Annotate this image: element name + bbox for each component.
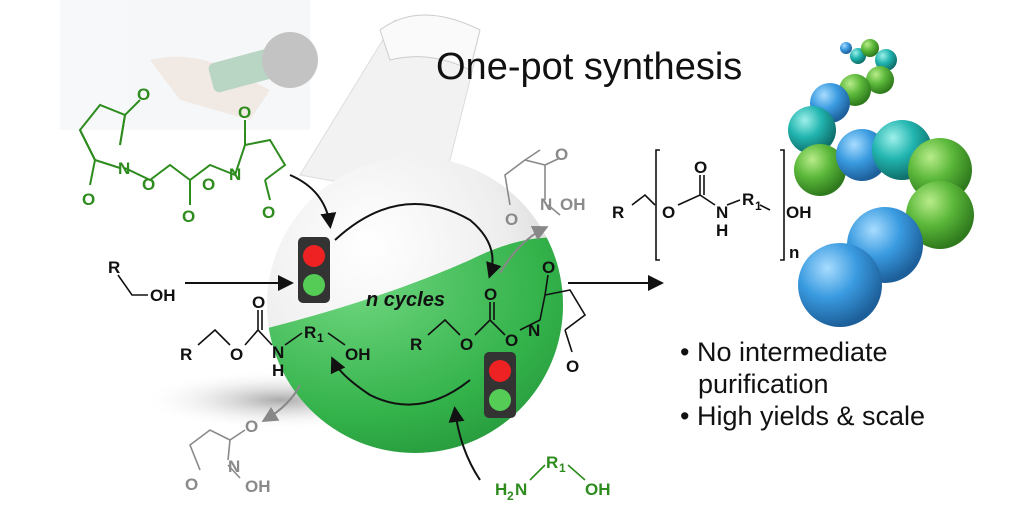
atom-label: O: [142, 175, 155, 194]
activated-carbonate-intermediate: R O O O N O O: [410, 258, 587, 376]
atom-label: N: [716, 203, 728, 222]
atom-label: N: [540, 195, 552, 214]
byproduct-arrows: [261, 225, 549, 423]
atom-label: R: [546, 453, 558, 472]
alcohol-structure: R OH: [108, 258, 176, 305]
atom-label: O: [238, 103, 251, 122]
atom-label: O: [662, 203, 675, 222]
traffic-light-1: [298, 237, 330, 303]
carbamate-intermediate: R O O N H R 1 OH: [180, 293, 371, 380]
atom-label: OH: [245, 477, 271, 496]
atom-label: R: [180, 345, 192, 364]
nhs-byproduct-bottom: N O O OH: [185, 417, 271, 496]
cycle-label: n cycles: [366, 289, 445, 311]
polyurethane-product-structure: R O O N H R 1 OH n: [612, 149, 812, 262]
atom-label: N: [228, 457, 240, 476]
traffic-light-2: [484, 352, 516, 418]
diagram-title: One-pot synthesis: [436, 46, 743, 88]
atom-subscript: 1: [317, 331, 324, 345]
atom-label: O: [245, 417, 258, 436]
atom-label: H: [272, 361, 284, 380]
atom-label: O: [252, 293, 265, 312]
atom-label: R: [108, 258, 120, 277]
atom-label: O: [484, 285, 497, 304]
atom-subscript: 2: [507, 489, 514, 503]
atom-label: R: [742, 190, 754, 209]
repeat-count: n: [789, 243, 799, 262]
atom-label: OH: [585, 480, 611, 499]
atom-label: N: [515, 480, 527, 499]
fuel-pump-photo: [60, 0, 318, 130]
atom-label: O: [202, 175, 215, 194]
atom-label: O: [185, 475, 198, 494]
nhs-byproduct-top: N O O OH: [504, 145, 586, 229]
atom-label: O: [566, 357, 579, 376]
atom-label: O: [182, 207, 195, 226]
cycle-arrows: [289, 174, 502, 481]
atom-label: N: [118, 159, 130, 178]
atom-label: O: [542, 258, 555, 277]
atom-label: N: [229, 165, 241, 184]
feature-bullets: • No intermediate purification • High yi…: [680, 336, 925, 432]
bullet-item: purification: [698, 369, 829, 399]
atom-label: O: [505, 210, 518, 229]
atom-label: O: [230, 345, 243, 364]
atom-label: O: [694, 158, 707, 177]
atom-label: N: [528, 321, 540, 340]
flask-neck: [299, 14, 481, 201]
atom-label: N: [272, 343, 284, 362]
atom-label: O: [555, 145, 568, 164]
atom-subscript: 1: [755, 199, 762, 213]
dsc-reagent-structure: N O O O N O O O O: [78, 85, 287, 226]
atom-label: O: [262, 203, 275, 222]
bullet-item: • No intermediate: [680, 337, 888, 367]
atom-label: OH: [560, 195, 586, 214]
atom-label: R: [304, 323, 316, 342]
atom-label: OH: [345, 345, 371, 364]
atom-label: R: [410, 335, 422, 354]
atom-label: R: [612, 203, 624, 222]
bullet-item: • High yields & scale: [680, 401, 926, 431]
polymer-sphere-chain: [788, 39, 974, 327]
atom-label: OH: [150, 286, 176, 305]
atom-label: O: [137, 85, 150, 104]
atom-label: H: [716, 221, 728, 240]
atom-subscript: 1: [559, 461, 566, 475]
atom-label: O: [460, 335, 473, 354]
atom-label: H: [495, 480, 507, 499]
atom-label: OH: [786, 203, 812, 222]
atom-label: O: [82, 190, 95, 209]
amino-alcohol-structure: H 2 N R 1 OH: [495, 453, 611, 503]
atom-label: O: [505, 331, 518, 350]
